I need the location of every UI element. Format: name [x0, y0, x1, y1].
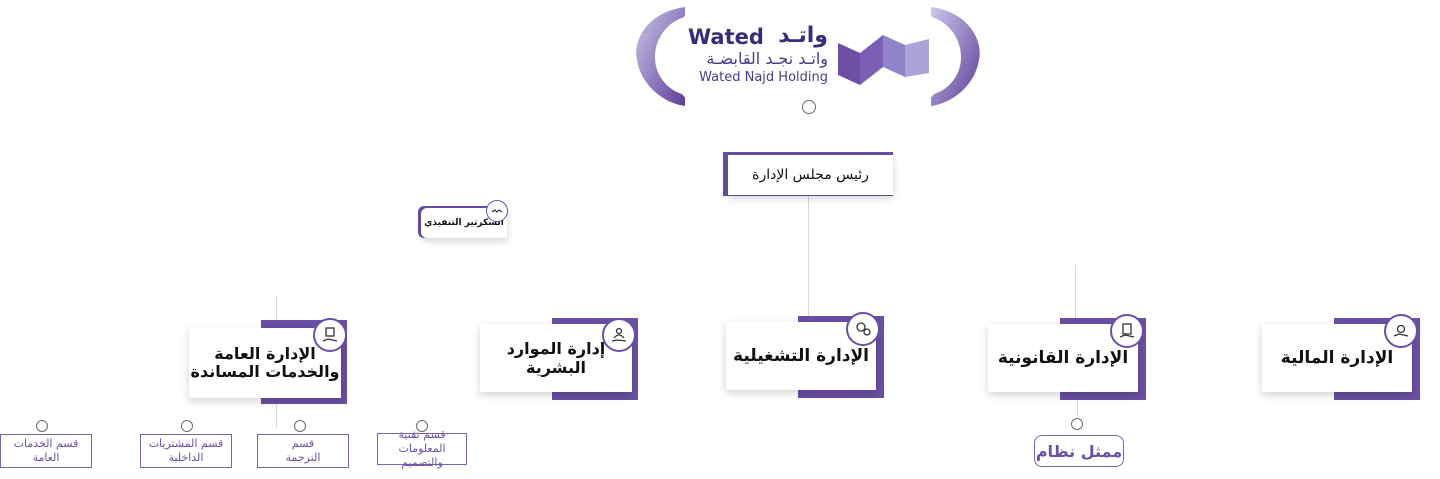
- document-hand-icon: [1110, 314, 1144, 348]
- connector-line: [1077, 398, 1078, 418]
- department-legal: الإدارة القانونية: [988, 314, 1148, 400]
- department-general-services: الإدارة العامة والخدمات المساندة: [189, 318, 351, 404]
- department-label: إدارة الموارد البشرية: [506, 339, 606, 377]
- department-operations: الإدارة التشغيلية: [726, 312, 886, 398]
- subsection-it: قسم تقنية المعلومات والتصميم: [377, 428, 467, 469]
- subsection-node: [294, 420, 306, 432]
- connector-line: [276, 400, 277, 428]
- department-hr: إدارة الموارد البشرية: [480, 318, 642, 400]
- gears-icon: [846, 312, 880, 346]
- department-label: الإدارة التشغيلية: [733, 346, 869, 366]
- legal-representative-box: ممثل نظام: [1034, 435, 1124, 467]
- subsection-line2: الترجمة: [285, 451, 321, 464]
- executive-secretary-label: السكرتير التنفيذي: [424, 218, 504, 228]
- company-logo: Wated واتـد واتـد نجـد القابضـة Wated Na…: [633, 5, 983, 108]
- legal-representative-label: ممثل نظام: [1035, 441, 1123, 461]
- department-label-line1: الإدارة العامة: [214, 344, 316, 363]
- logo-english-full: Wated Najd Holding: [699, 70, 828, 85]
- executive-secretary-box: السكرتير التنفيذي: [418, 200, 510, 240]
- subsection-translation: قسم الترجمة: [257, 434, 349, 468]
- subsection-line1: قسم تقنية: [398, 428, 446, 441]
- logo-arabic-full: واتـد نجـد القابضـة: [706, 49, 828, 68]
- connector-line: [808, 195, 809, 320]
- logo-connector-node: [802, 100, 816, 114]
- gear-hand-icon: [1384, 314, 1418, 348]
- department-label: الإدارة المالية: [1280, 348, 1394, 368]
- department-finance: الإدارة المالية: [1262, 314, 1422, 400]
- subsection-general-services: قسم الخدمات العامة: [0, 434, 92, 468]
- calendar-hand-icon: [313, 318, 347, 352]
- chairman-label: رئيس مجلس الإدارة: [752, 167, 869, 183]
- logo-arabic-name: واتـد: [778, 23, 828, 48]
- connector-line: [1075, 265, 1076, 320]
- subsection-procurement: قسم المشتريات الداخلية: [140, 434, 232, 468]
- department-label: الإدارة القانونية: [997, 348, 1129, 368]
- subsection-node: [416, 420, 428, 432]
- logo-frame-icon: [636, 7, 980, 106]
- subsection-line2: العامة: [32, 451, 60, 464]
- subsection-line1: قسم الخدمات: [13, 437, 79, 450]
- subsection-node: [181, 420, 193, 432]
- chairman-box: رئيس مجلس الإدارة: [723, 152, 893, 198]
- subsection-line2: المعلومات والتصميم: [398, 442, 446, 469]
- connector-line: [276, 295, 277, 325]
- subsection-line1: قسم: [291, 437, 315, 450]
- logo-latin-name: Wated: [688, 25, 764, 49]
- subsection-line2: الداخلية: [168, 451, 204, 464]
- legal-sub-node: [1071, 418, 1083, 430]
- people-hand-icon: [602, 318, 636, 352]
- handshake-icon: [486, 200, 508, 222]
- subsection-node: [36, 420, 48, 432]
- department-label-line2: والخدمات المساندة: [190, 362, 340, 381]
- subsection-line1: قسم المشتريات: [148, 437, 224, 450]
